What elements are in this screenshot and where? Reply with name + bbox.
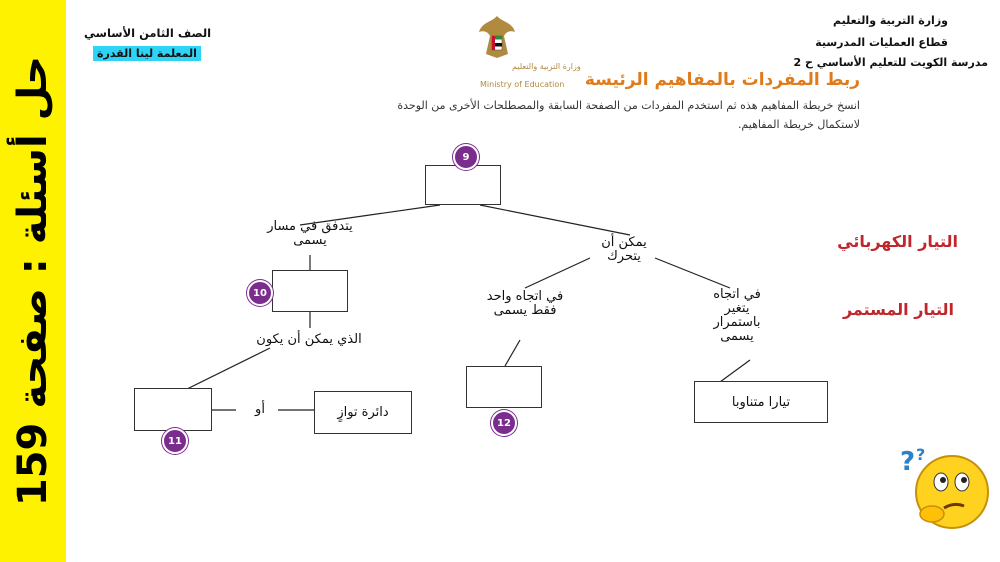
concept-box-12 xyxy=(466,366,542,408)
concept-box-10 xyxy=(272,270,348,312)
link-label-can-move: يمكن أن يتحرك xyxy=(594,236,654,264)
link-label-one-direction: في اتجاه واحد فقط يسمى xyxy=(483,290,567,318)
link-label-flows-in-path: يتدفق في مسار يسمى xyxy=(252,220,368,248)
concept-box-11 xyxy=(134,388,212,431)
badge-9: 9 xyxy=(453,144,479,170)
svg-text:?: ? xyxy=(916,445,925,464)
link-label-which-can-be: الذي يمكن أن يكون xyxy=(238,333,380,347)
answer-electric-current: التيار الكهربائي xyxy=(837,232,958,251)
concept-box-9 xyxy=(425,165,501,205)
thinking-emoji-icon: ? ? xyxy=(898,440,994,536)
badge-11: 11 xyxy=(162,428,188,454)
badge-10: 10 xyxy=(247,280,273,306)
parallel-circuit-box: دائرة توازٍ xyxy=(314,391,412,434)
link-label-changing-direction: في اتجاه يتغير باستمرار يسمى xyxy=(700,288,774,344)
badge-12: 12 xyxy=(491,410,517,436)
link-label-or: أو xyxy=(246,403,274,417)
alternating-current-box: تيارا متناوبا xyxy=(694,381,828,423)
svg-text:?: ? xyxy=(900,447,915,477)
answer-direct-current: التيار المستمر xyxy=(843,300,954,319)
